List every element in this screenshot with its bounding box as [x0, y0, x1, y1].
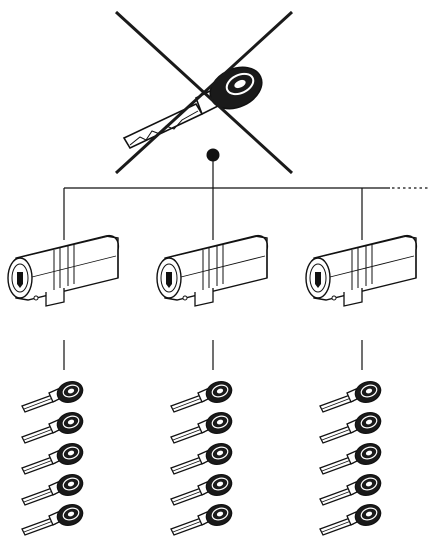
key-icon — [319, 500, 385, 536]
key-group-1 — [7, 188, 120, 536]
euro-cylinder-lock-icon — [7, 234, 120, 307]
euro-cylinder-lock-icon — [156, 234, 269, 307]
key-icon — [21, 377, 87, 413]
cross-out-icon — [114, 10, 294, 175]
key-icon — [170, 439, 236, 475]
key-icon — [170, 500, 236, 536]
key-icon — [319, 408, 385, 444]
key-icon — [21, 500, 87, 536]
key-icon — [170, 377, 236, 413]
key-icon — [170, 408, 236, 444]
key-icon — [319, 470, 385, 506]
key-icon — [21, 408, 87, 444]
master-key-icon — [122, 66, 263, 150]
key-group-2 — [156, 188, 269, 536]
key-icon — [319, 377, 385, 413]
key-icon — [21, 439, 87, 475]
key-icon — [170, 470, 236, 506]
euro-cylinder-lock-icon — [305, 234, 418, 307]
key-group-3 — [305, 188, 418, 536]
key-icon — [319, 439, 385, 475]
key-icon — [21, 470, 87, 506]
